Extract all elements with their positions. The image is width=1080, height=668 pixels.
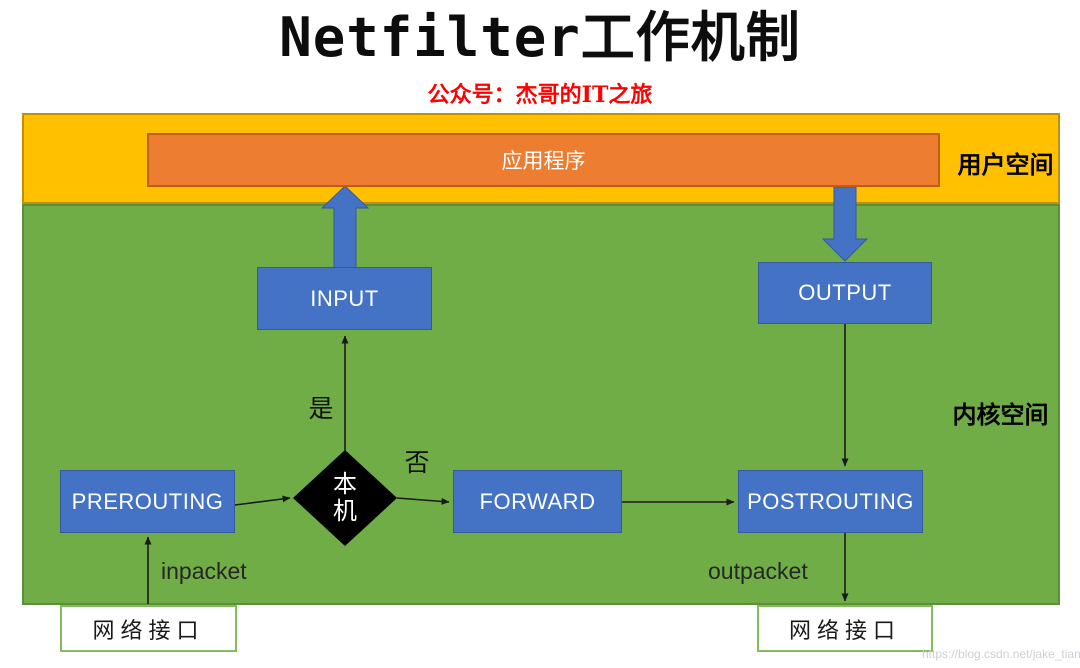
subtitle-wechat-account: 公众号：杰哥的IT之旅 [427, 82, 653, 108]
input-chain-node: INPUT [257, 267, 432, 330]
network-interface-left-label: 网络接口 [92, 617, 205, 643]
localhost-diamond-label: 本机 [333, 471, 357, 525]
output-chain-node: OUTPUT [758, 262, 932, 324]
application-label: 应用程序 [501, 150, 586, 173]
network-interface-right-node: 网络接口 [757, 605, 933, 652]
user-space-label: 用户空间 [957, 152, 1054, 179]
inpacket-label: inpacket [161, 558, 247, 584]
forward-chain-node: FORWARD [453, 470, 622, 533]
page-title: Netfilter工作机制 [279, 6, 801, 69]
prerouting-chain-node: PREROUTING [60, 470, 235, 533]
no-branch-label: 否 [404, 449, 430, 477]
application-node: 应用程序 [147, 133, 940, 187]
yes-branch-label: 是 [308, 395, 334, 423]
output-chain-label: OUTPUT [798, 280, 892, 305]
prerouting-chain-label: PREROUTING [71, 488, 224, 514]
network-interface-left-node: 网络接口 [60, 605, 237, 652]
outpacket-label: outpacket [708, 558, 808, 584]
postrouting-chain-label: POSTROUTING [747, 488, 914, 514]
network-interface-right-label: 网络接口 [788, 617, 901, 643]
input-chain-label: INPUT [310, 285, 379, 311]
postrouting-chain-node: POSTROUTING [738, 470, 923, 533]
kernel-space-label: 内核空间 [952, 402, 1049, 429]
forward-chain-label: FORWARD [479, 488, 596, 514]
csdn-watermark: https://blog.csdn.net/jake_tian [922, 647, 1080, 661]
